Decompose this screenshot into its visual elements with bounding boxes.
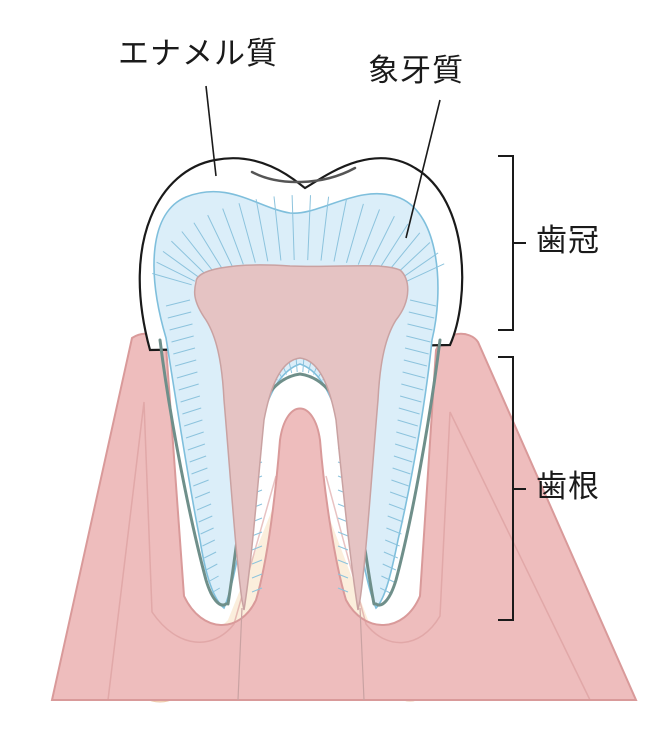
dentin-tubule (357, 209, 380, 265)
dentin-tubule (176, 371, 198, 379)
dentin-tubule (337, 559, 349, 565)
dentin-tubule (386, 527, 402, 535)
dentin-tubule (383, 551, 398, 559)
dentin-tubule (405, 263, 445, 283)
dentin-tubule (406, 335, 431, 343)
dentin-tubule (398, 407, 420, 415)
dentin-tubule (165, 299, 191, 307)
dentin-tubule (337, 531, 349, 537)
root-label: 歯根 (536, 469, 600, 505)
dentin-tubule (189, 455, 207, 463)
dentin-tubule (169, 323, 193, 331)
dentin-tubule (174, 359, 197, 367)
dentin-tubule (202, 539, 216, 547)
dentin-tubule (320, 196, 330, 261)
dentin-tubule (207, 214, 233, 267)
dentin-tubule (402, 371, 426, 379)
dentin-tubule (171, 240, 207, 275)
gum-tissue (50, 332, 638, 701)
crown-bracket (498, 155, 526, 331)
dentin-tubule (193, 222, 223, 270)
enamel-leader (205, 85, 217, 177)
dentin-tubule (185, 431, 204, 439)
dentin-tubule (387, 232, 421, 273)
dentin-tubule (207, 575, 219, 583)
root-bracket-line (498, 356, 526, 621)
root-bracket (498, 356, 526, 621)
dentin-tubule (397, 419, 418, 427)
dentin-tubule (378, 223, 409, 270)
dentin-tubule (184, 419, 203, 427)
dentin-tubule (194, 491, 211, 499)
dentin-tubule (387, 515, 404, 523)
dentin-tubule (333, 199, 347, 262)
dentin-tubule (200, 527, 214, 535)
leader-lines (205, 85, 441, 239)
dentin-label: 象牙質 (368, 53, 464, 89)
dentin-tubule (399, 395, 422, 403)
pulp (193, 264, 409, 611)
enamel-label: エナメル質 (118, 36, 278, 72)
dentin-tubule (167, 311, 192, 319)
dentin-tubule (401, 383, 424, 391)
dentin-tubule (191, 467, 208, 475)
crown-label: 歯冠 (536, 223, 600, 259)
tooth (138, 157, 464, 701)
dentin-tubule (181, 231, 214, 272)
dentin-leader (405, 99, 441, 239)
dentin-tubule (391, 479, 409, 487)
dentin-tubule (171, 335, 194, 343)
dentin-tubule (251, 559, 263, 565)
dentin-tubule (389, 491, 408, 499)
enamel-groove (250, 166, 357, 184)
dentin-tubule (255, 199, 269, 262)
dentin-tubule (393, 455, 413, 463)
dentin-tubule (385, 539, 400, 547)
dentin-tubule (187, 443, 206, 451)
dentin-tubule (182, 407, 202, 415)
dentin-tubule (180, 395, 201, 403)
dentin-tubule (382, 563, 397, 571)
dentin-tubule (173, 347, 196, 355)
dentin-tubule (222, 208, 244, 265)
dentin-tubule (346, 203, 364, 263)
dentin-tubule (408, 311, 435, 319)
dentin-tubule (394, 443, 415, 451)
dentin-tubule (403, 359, 428, 367)
dentin-tubule (409, 299, 437, 307)
dentin-tubule (396, 431, 417, 439)
dentin-tubule (156, 261, 196, 282)
dentin-tubule (198, 515, 213, 523)
dentin-tubule (196, 503, 212, 511)
dentin-tubule (162, 250, 200, 279)
dentin-tubule (337, 587, 349, 593)
dentin-tubule (193, 479, 209, 487)
dentin-tubule (291, 195, 295, 261)
dentin-tubule (388, 503, 406, 511)
crown-bracket-line (498, 155, 526, 331)
root-canal-lines (237, 607, 365, 701)
dentin-tubule (394, 242, 431, 276)
dentin-tubule (401, 252, 439, 279)
dentin-tubule (381, 575, 395, 583)
dentin-tubule (404, 347, 429, 355)
dentin-tubule (368, 215, 395, 267)
dentin-tubule (251, 545, 263, 551)
dentin-tubule (392, 467, 411, 475)
dentin-tubule (337, 573, 349, 579)
dentin-tubule (238, 203, 256, 263)
dentin-tubule (407, 323, 433, 331)
dentin-tubule (307, 195, 311, 261)
dentin-tubule (152, 273, 192, 286)
gum (50, 332, 638, 701)
dentin-tubule (251, 587, 263, 593)
gum-margin (107, 401, 591, 701)
dentin-tubule (203, 551, 217, 559)
dentin-tubule (273, 196, 282, 261)
dentin-tubule (337, 545, 349, 551)
dentin-tubule (251, 573, 263, 579)
dentin-tubule (178, 383, 199, 391)
dentin-tubule (205, 563, 218, 571)
